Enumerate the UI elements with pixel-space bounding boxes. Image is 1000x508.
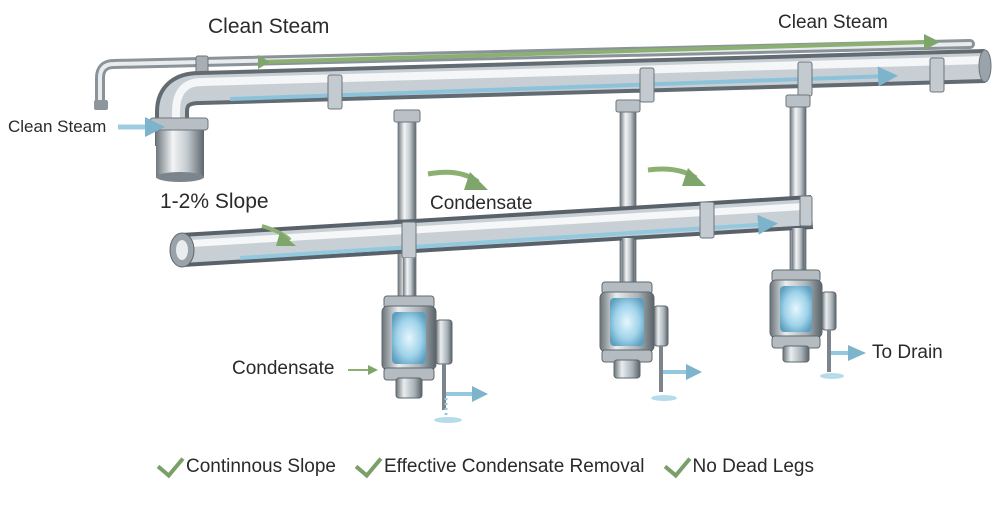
legend-text: No Dead Legs — [692, 456, 814, 477]
steam-arrow-icon — [464, 172, 488, 190]
flow-arrow-icon — [848, 345, 866, 361]
flow-arrow-icon — [686, 364, 702, 380]
label-to-drain: To Drain — [872, 342, 943, 363]
check-icon — [354, 449, 383, 479]
inlet-arrow — [118, 117, 165, 137]
condensate-pointer — [348, 365, 378, 375]
label-condensate-mid: Condensate — [430, 193, 533, 214]
label-clean-steam-inlet: Clean Steam — [8, 117, 107, 136]
steam-arrow-icon — [258, 55, 270, 69]
green-arrows — [261, 166, 706, 246]
label-clean-steam-top: Clean Steam — [208, 15, 330, 38]
legend-item: No Dead Legs — [663, 449, 814, 479]
label-condensate-low: Condensate — [232, 358, 335, 379]
check-icon — [663, 449, 691, 479]
drain-drip-icon — [434, 417, 462, 423]
flow-arrow-icon — [472, 386, 488, 402]
benefits-legend: Continnous Slope Effective Condensate Re… — [156, 449, 836, 482]
steam-trap-2 — [599, 238, 702, 401]
label-clean-steam-right: Clean Steam — [778, 12, 888, 33]
steam-trap-3 — [769, 228, 866, 379]
legend-text: Continnous Slope — [186, 456, 336, 477]
legend-text: Effective Condensate Removal — [384, 456, 645, 477]
drain-drip-icon — [820, 373, 844, 379]
legend-item: Effective Condensate Removal — [354, 449, 645, 479]
steam-arrow-icon — [682, 168, 706, 186]
flow-arrow-icon — [145, 117, 165, 137]
check-icon — [156, 449, 185, 479]
legend-item: Continnous Slope — [156, 449, 336, 479]
steam-arrow-icon — [276, 232, 296, 246]
steam-trap-1 — [381, 258, 488, 423]
drain-drip-icon — [651, 395, 677, 401]
steam-arrow-icon — [924, 34, 940, 50]
main-header-pipe — [149, 49, 992, 182]
label-slope: 1-2% Slope — [160, 190, 269, 213]
top-steam-pipe — [94, 34, 975, 110]
